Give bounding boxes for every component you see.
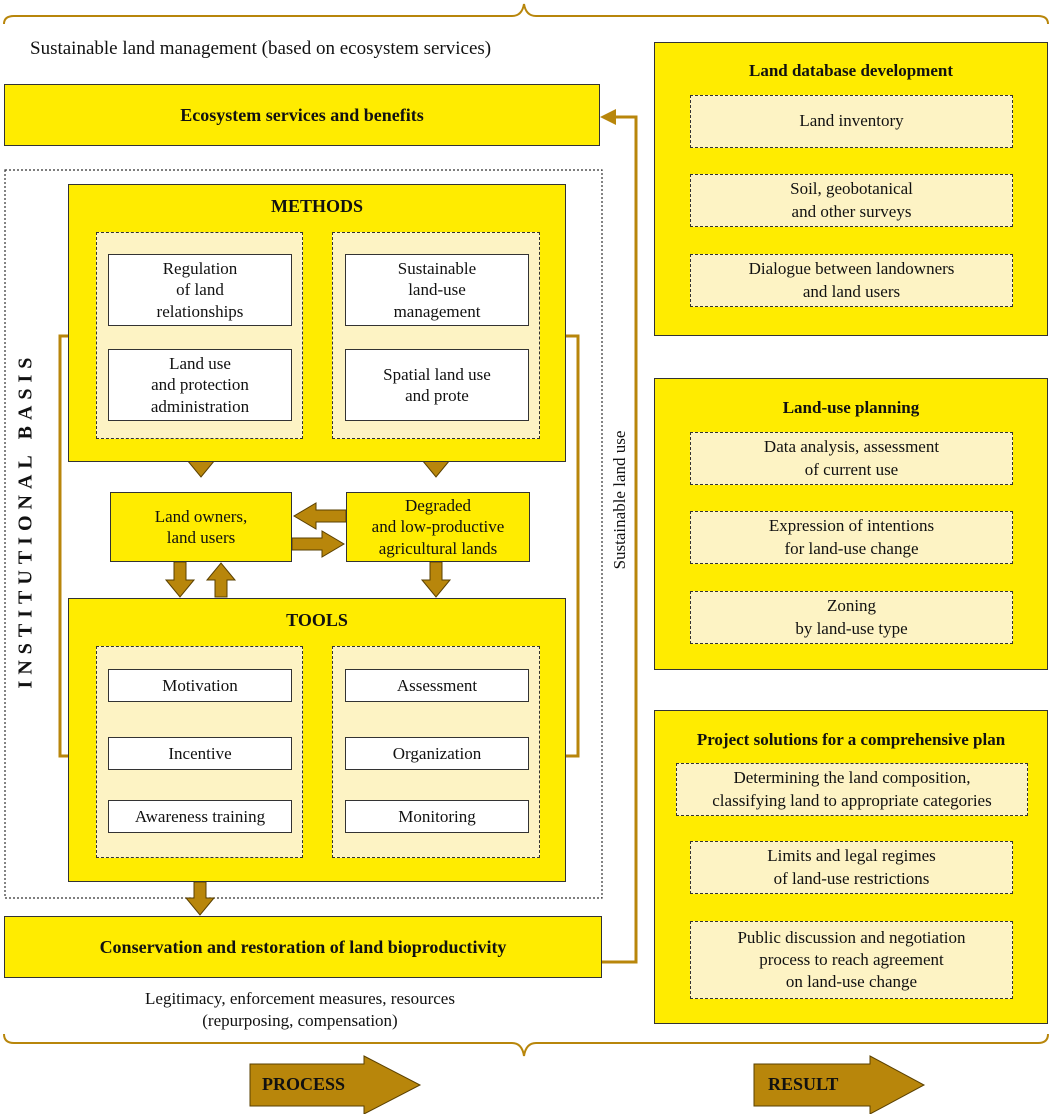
methods-title: METHODS: [270, 195, 363, 216]
methods-item-spatial-land-use: Spatial land use and prote: [345, 349, 529, 421]
data-analysis-item: Data analysis, assessment of current use: [690, 432, 1013, 485]
bottom-brace: [3, 1033, 1049, 1057]
tools-item-assessment: Assessment: [345, 669, 529, 702]
tools-item-awareness-training: Awareness training: [108, 800, 292, 833]
result-label: RESULT: [768, 1074, 839, 1094]
sustainable-use-line: [602, 115, 638, 964]
bottom-caption: Legitimacy, enforcement measures, resour…: [145, 988, 455, 1030]
arrow-down-to-tools-left: [164, 561, 196, 598]
arrow-to-degraded: [291, 530, 345, 558]
land-composition-item: Determining the land composition, classi…: [676, 763, 1028, 816]
tools-item-motivation: Motivation: [108, 669, 292, 702]
process-label: PROCESS: [262, 1074, 346, 1094]
methods-item-regulation: Regulation of land relationships: [108, 254, 292, 326]
degraded-lands-box: Degraded and low-productive agricultural…: [346, 492, 530, 562]
arrow-to-conservation: [184, 881, 216, 916]
limits-item: Limits and legal regimes of land-use res…: [690, 841, 1013, 894]
process-arrow: [249, 1055, 422, 1114]
top-brace: [3, 3, 1049, 25]
arrow-to-landowners: [293, 502, 347, 530]
public-discussion-item: Public discussion and negotiation proces…: [690, 921, 1013, 999]
sustainable-land-use-label: Sustainable land use: [610, 430, 629, 570]
tools-item-organization: Organization: [345, 737, 529, 770]
sustainable-use-arrowhead: [600, 109, 616, 125]
methods-item-administration: Land use and protection administration: [108, 349, 292, 421]
arrow-down-to-tools-right: [420, 561, 452, 598]
conservation-box: Conservation and restoration of land bio…: [4, 916, 602, 978]
zoning-item: Zoning by land-use type: [690, 591, 1013, 644]
landowners-box: Land owners, land users: [110, 492, 292, 562]
surveys-item: Soil, geobotanical and other surveys: [690, 174, 1013, 227]
ecosystem-services-box: Ecosystem services and benefits: [4, 84, 600, 146]
panel-land-database-title: Land database development: [748, 61, 954, 80]
institutional-basis-label: INSTITUTIONAL BASIS: [14, 351, 37, 689]
panel-land-use-planning-title: Land-use planning: [782, 398, 920, 417]
dialogue-item: Dialogue between landowners and land use…: [690, 254, 1013, 307]
tools-title: TOOLS: [286, 609, 348, 630]
intentions-item: Expression of intentions for land-use ch…: [690, 511, 1013, 564]
methods-item-sustainable-management: Sustainable land-use management: [345, 254, 529, 326]
result-arrow: [753, 1055, 926, 1114]
tools-item-incentive: Incentive: [108, 737, 292, 770]
tools-item-monitoring: Monitoring: [345, 800, 529, 833]
institutional-frame: [4, 169, 603, 899]
panel-project-solutions-title: Project solutions for a comprehensive pl…: [696, 730, 1006, 749]
diagram-title: Sustainable land management (based on ec…: [30, 38, 492, 59]
land-inventory-item: Land inventory: [690, 95, 1013, 148]
arrow-up-from-tools: [205, 562, 237, 598]
